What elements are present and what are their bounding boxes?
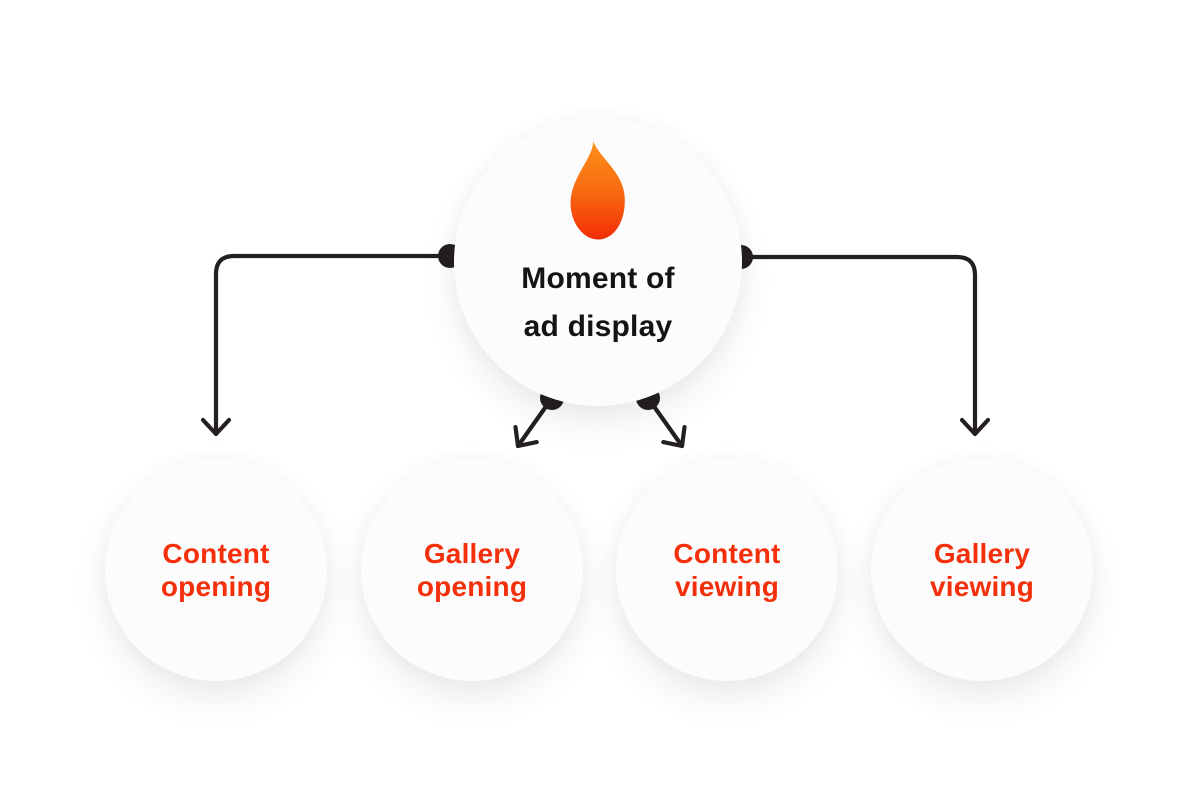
root-title-line2: ad display (523, 310, 673, 343)
connector-right-arrow (738, 254, 991, 437)
leaf-label: Content viewing (673, 537, 780, 603)
leaf-label: Gallery viewing (930, 537, 1034, 603)
leaf-label-line1: Gallery (933, 538, 1031, 569)
node-gallery-opening: Gallery opening (361, 459, 583, 681)
root-title: Moment of ad display (521, 255, 674, 351)
leaf-label: Content opening (161, 537, 271, 603)
node-moment-of-ad-display: Moment of ad display (454, 118, 742, 406)
leaf-label-line1: Gallery (423, 538, 521, 569)
node-content-viewing: Content viewing (616, 459, 838, 681)
root-title-line1: Moment of (521, 262, 675, 295)
leaf-label-line2: opening (416, 571, 528, 602)
node-content-opening: Content opening (105, 459, 327, 681)
leaf-label-line1: Content (673, 538, 781, 569)
leaf-label: Gallery opening (417, 537, 527, 603)
leaf-label-line2: viewing (929, 571, 1035, 602)
leaf-label-line2: opening (160, 571, 272, 602)
flame-icon (570, 141, 625, 240)
leaf-label-line1: Content (162, 538, 270, 569)
leaf-label-line2: viewing (674, 571, 780, 602)
node-gallery-viewing: Gallery viewing (871, 459, 1093, 681)
connector-left-arrow (200, 253, 453, 437)
